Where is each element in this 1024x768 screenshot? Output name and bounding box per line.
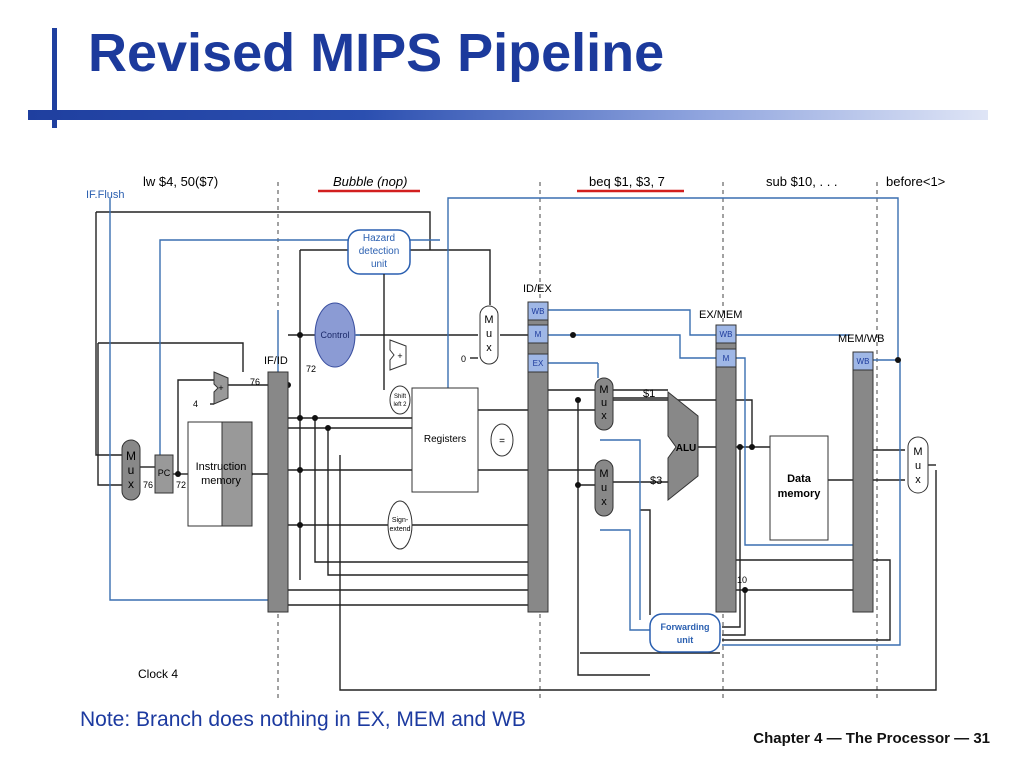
writeback-mux-m: M: [913, 446, 922, 458]
control-unit: [314, 302, 356, 368]
if-id-pc-value: 72: [306, 364, 316, 374]
registers-label: Registers: [424, 434, 466, 445]
wb-stage-instruction: before<1>: [886, 174, 945, 189]
id-stage-instruction: Bubble (nop): [333, 174, 407, 189]
control-wires: [109, 197, 901, 646]
mem-wb-wb-field: [852, 351, 874, 371]
instruction-memory-label-2: memory: [201, 475, 241, 487]
hazard-label-2: detection: [359, 246, 400, 257]
title-accent-vertical: [52, 28, 57, 128]
alu-input-r3: $3: [650, 475, 662, 487]
equality-comparator: [490, 423, 514, 457]
forward-a-mux: [594, 377, 614, 431]
pc-adder: [213, 371, 229, 405]
hazard-label-3: unit: [371, 259, 387, 270]
forward-a-mux-m: M: [599, 384, 608, 396]
id-ex-register: [527, 301, 549, 613]
alu: [667, 390, 699, 502]
ex-mem-wb-field: [715, 324, 737, 344]
pc-input-value: 76: [143, 480, 153, 490]
ex-mem-m-label: M: [723, 354, 730, 363]
control-mux: [479, 305, 499, 365]
id-ex-ex-label: EX: [533, 359, 544, 368]
pc-mux-label-m: M: [126, 449, 136, 463]
control-mux-zero: 0: [461, 354, 466, 364]
forward-b-mux-m: M: [599, 468, 608, 480]
forward-a-mux-u: u: [601, 397, 607, 409]
alu-input-r1: $1: [643, 388, 655, 400]
slide-note: Note: Branch does nothing in EX, MEM and…: [80, 708, 526, 731]
mem-wb-register: [852, 351, 874, 613]
data-memory-label-2: memory: [778, 488, 822, 500]
forwarding-label-1: Forwarding: [661, 622, 710, 632]
id-ex-m-label: M: [535, 330, 542, 339]
id-ex-ex-field: [527, 353, 549, 373]
forwarding-unit: [649, 613, 721, 653]
if-flush-label: IF.Flush: [86, 189, 125, 201]
register-file: [411, 387, 479, 493]
mem-wb-wb-label: WB: [857, 357, 870, 366]
control-mux-label-x: x: [486, 342, 492, 354]
alu-label: ALU: [676, 443, 697, 454]
ex-stage-instruction: beq $1, $3, 7: [589, 174, 665, 189]
pc-adder-increment: 4: [193, 399, 198, 409]
shift-label-2: left 2: [393, 402, 407, 408]
forward-b-mux: [594, 459, 614, 517]
sign-extend: [387, 500, 413, 550]
id-ex-label: ID/EX: [523, 283, 552, 295]
ex-mem-rd-value: 10: [737, 575, 747, 585]
if-stage-instruction: lw $4, 50($7): [143, 174, 218, 189]
instruction-memory-label-1: Instruction: [196, 461, 247, 473]
if-id-register: [267, 371, 289, 613]
title-accent-horizontal: [28, 110, 988, 120]
pc-mux-label-x: x: [128, 477, 134, 491]
slide-footer: Chapter 4 — The Processor — 31: [753, 730, 990, 747]
clock-label: Clock 4: [138, 667, 178, 681]
forwarding-label-2: unit: [677, 635, 694, 645]
id-ex-m-field: [527, 324, 549, 344]
pc-output-value: 72: [176, 480, 186, 490]
ex-mem-register: [715, 324, 737, 613]
pc-label: PC: [158, 468, 171, 478]
slide-title: Revised MIPS Pipeline: [88, 23, 665, 83]
hazard-detection-unit: [347, 229, 411, 275]
forward-b-mux-u: u: [601, 482, 607, 494]
data-memory: [769, 435, 829, 541]
ex-mem-label: EX/MEM: [699, 309, 742, 321]
id-ex-wb-field: [527, 301, 549, 321]
instruction-memory-body: [187, 421, 223, 527]
shift-label-1: Shift: [394, 394, 406, 400]
equality-symbol: =: [499, 436, 505, 447]
ex-mem-wb-label: WB: [720, 330, 733, 339]
control-mux-label-m: M: [484, 314, 493, 326]
ex-mem-m-field: [715, 348, 737, 368]
writeback-mux-x: x: [915, 474, 921, 486]
shift-left-2: [389, 385, 411, 415]
hazard-label-1: Hazard: [363, 233, 395, 244]
id-ex-wb-label: WB: [532, 307, 545, 316]
pc-mux-label-u: u: [128, 463, 135, 477]
writeback-mux-u: u: [915, 460, 921, 472]
data-memory-label-1: Data: [787, 473, 812, 485]
instruction-memory-shade: [221, 421, 253, 527]
sign-extend-label-2: extend: [389, 526, 410, 533]
pc-mux: [121, 439, 141, 501]
control-mux-label-u: u: [486, 328, 492, 340]
branch-adder-symbol: +: [397, 351, 402, 361]
pc-register: [154, 454, 174, 494]
forward-b-mux-x: x: [601, 496, 607, 508]
pc-adder-symbol: +: [218, 383, 223, 393]
pc-adder-output: 76: [250, 377, 260, 387]
writeback-mux: [907, 436, 929, 494]
mem-wb-label: MEM/WB: [838, 333, 884, 345]
mem-stage-instruction: sub $10, . . .: [766, 174, 838, 189]
forward-a-mux-x: x: [601, 410, 607, 422]
sign-extend-label-1: Sign-: [392, 517, 409, 524]
control-label: Control: [320, 330, 349, 340]
if-id-label: IF/ID: [264, 355, 288, 367]
branch-adder: [389, 339, 407, 371]
